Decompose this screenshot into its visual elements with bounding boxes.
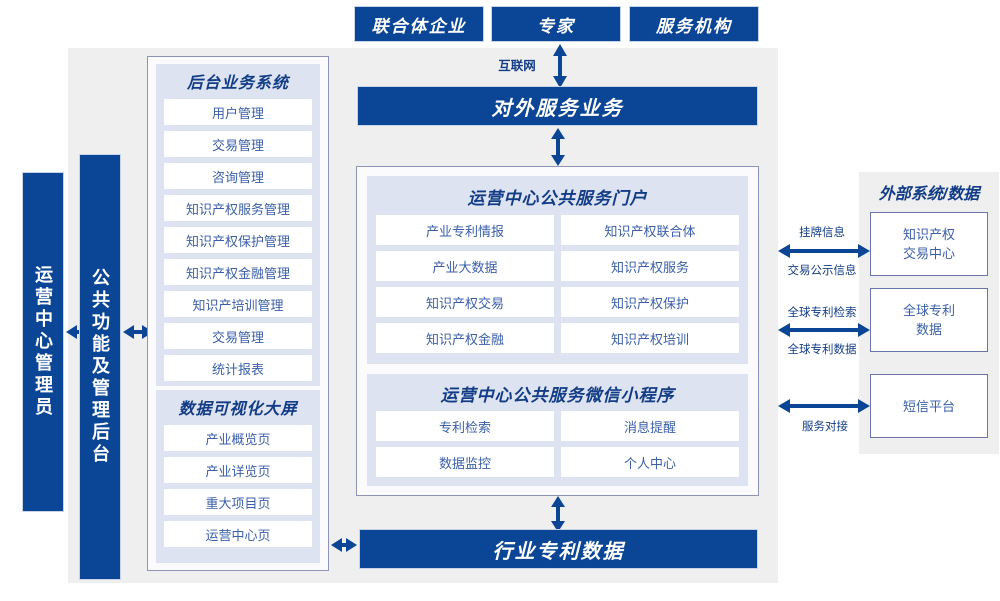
top-actor-box-1: 专家 (491, 6, 621, 42)
top-actor-label: 专家 (537, 16, 575, 36)
external-system-box-1: 全球专利 数据 (870, 288, 988, 352)
external-system-box-0: 知识产权 交易中心 (870, 212, 988, 276)
service-to-portal-arrow (551, 128, 565, 166)
portal-item-4[interactable]: 知识产权交易 (376, 287, 554, 317)
external-service-bar-label: 对外服务业务 (491, 97, 624, 120)
backend-item-4[interactable]: 知识产权保护管理 (164, 227, 312, 253)
external-systems-panel-title: 外部系统/数据 (878, 186, 980, 203)
miniprogram-panel-title: 运营中心公共服务微信小程序 (440, 385, 675, 405)
external-service-bar: 对外服务业务 (357, 86, 758, 126)
backend-item-7[interactable]: 交易管理 (164, 323, 312, 349)
role-column-common-admin: 公共功能及管理后台 (79, 154, 121, 580)
top-actor-box-2: 服务机构 (629, 6, 759, 42)
role-column-label: 运营中心管理员 (33, 265, 53, 419)
backend-item-5[interactable]: 知识产权金融管理 (164, 259, 312, 285)
external-system-box-2: 短信平台 (870, 374, 988, 438)
portal-item-2[interactable]: 产业大数据 (376, 251, 554, 281)
miniprogram-item-0[interactable]: 专利检索 (376, 411, 554, 441)
miniprogram-item-2[interactable]: 数据监控 (376, 447, 554, 477)
dataviz-item-2[interactable]: 重大项目页 (164, 489, 312, 515)
external-link-2-below-label: 服务对接 (802, 421, 848, 433)
external-link-2-arrow (778, 399, 870, 413)
backend-item-6[interactable]: 知识产培训管理 (164, 291, 312, 317)
backend-to-industry-data-arrow (331, 538, 357, 552)
industry-patent-data-label: 行业专利数据 (492, 540, 625, 563)
miniprogram-item-1[interactable]: 消息提醒 (561, 411, 739, 441)
miniprogram-item-3[interactable]: 个人中心 (561, 447, 739, 477)
portal-panel-title: 运营中心公共服务门户 (467, 188, 648, 208)
dataviz-item-0[interactable]: 产业概览页 (164, 425, 312, 451)
external-link-1-arrow (778, 323, 870, 337)
portal-item-6[interactable]: 知识产权金融 (376, 323, 554, 353)
backend-item-2[interactable]: 咨询管理 (164, 163, 312, 189)
external-link-0-below-label: 交易公示信息 (787, 265, 857, 277)
portal-to-industry-data-arrow (551, 496, 565, 532)
external-link-1-above-label: 全球专利检索 (787, 307, 857, 319)
external-link-0-above-label: 挂牌信息 (799, 227, 845, 239)
industry-patent-data-bar: 行业专利数据 (359, 529, 758, 569)
top-actor-label: 服务机构 (656, 16, 732, 36)
role-column-label: 公共功能及管理后台 (90, 268, 110, 466)
portal-item-3[interactable]: 知识产权服务 (561, 251, 739, 281)
backend-item-8[interactable]: 统计报表 (164, 355, 312, 381)
portal-item-5[interactable]: 知识产权保护 (561, 287, 739, 317)
dataviz-panel-title: 数据可视化大屏 (178, 401, 298, 418)
portal-item-0[interactable]: 产业专利情报 (376, 215, 554, 245)
internet-double-arrow (553, 44, 567, 88)
top-actor-label: 联合体企业 (371, 16, 467, 36)
role-column-operator: 运营中心管理员 (22, 172, 64, 512)
top-actor-box-0: 联合体企业 (354, 6, 484, 42)
dataviz-item-1[interactable]: 产业详览页 (164, 457, 312, 483)
portal-item-1[interactable]: 知识产权联合体 (561, 215, 739, 245)
internet-link-label: 互联网 (498, 59, 536, 73)
backend-item-3[interactable]: 知识产权服务管理 (164, 195, 312, 221)
backend-item-0[interactable]: 用户管理 (164, 99, 312, 125)
dataviz-item-3[interactable]: 运营中心页 (164, 521, 312, 547)
backend-business-panel-title: 后台业务系统 (186, 75, 289, 92)
portal-item-7[interactable]: 知识产权培训 (561, 323, 739, 353)
external-link-0-arrow (778, 244, 870, 258)
external-link-1-below-label: 全球专利数据 (787, 344, 857, 356)
backend-item-1[interactable]: 交易管理 (164, 131, 312, 157)
